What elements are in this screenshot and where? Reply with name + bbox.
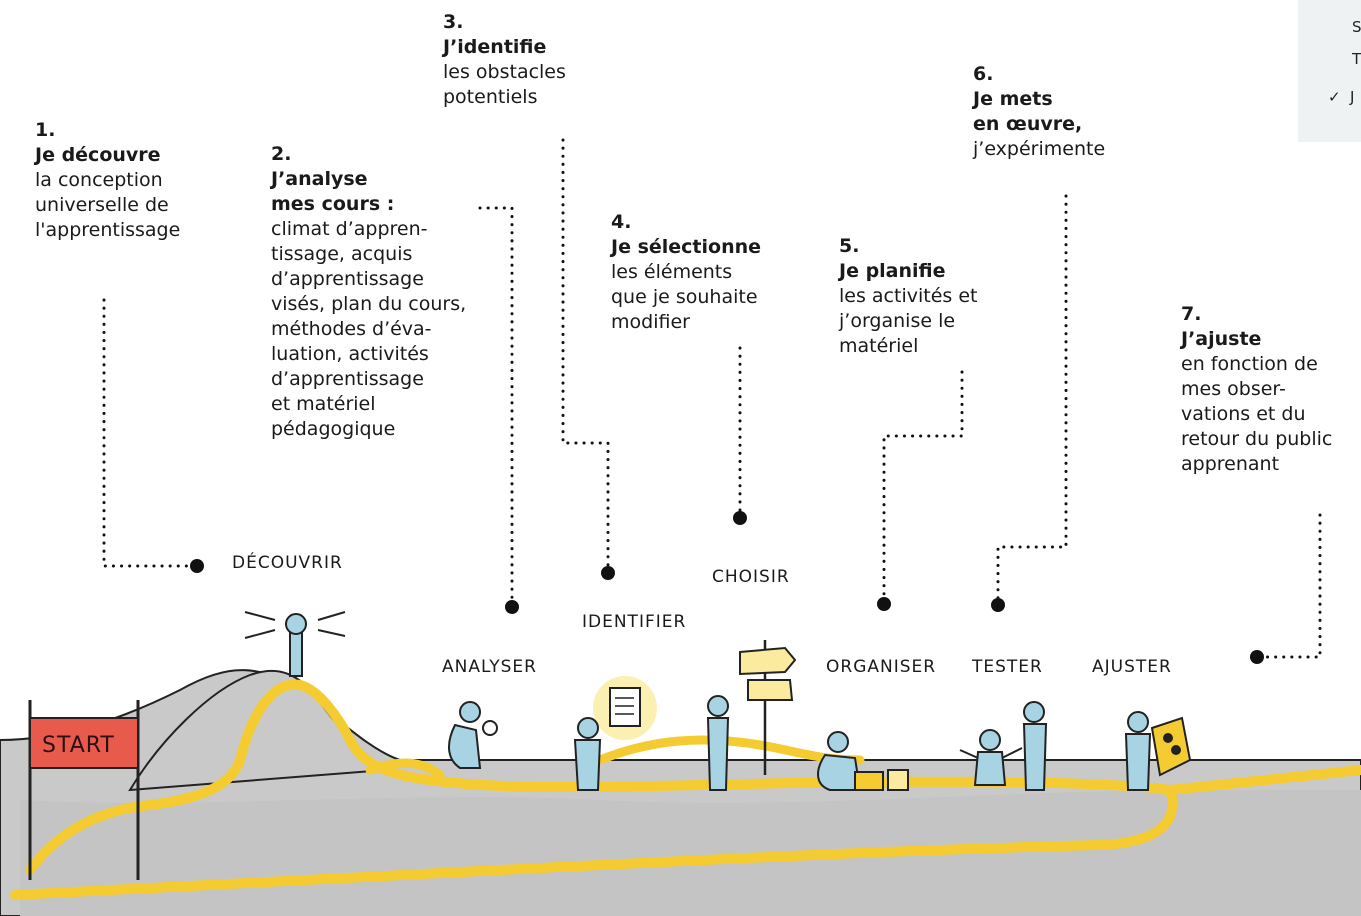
scene-label-tester: TESTER [971,657,1043,677]
step-3-body: les obstacles potentiels [443,60,566,110]
connector-step-6 [998,196,1066,598]
step-7-title: J’ajuste [1181,327,1332,352]
step-1-title: Je découvre [35,143,180,168]
step-7: 7. J’ajuste en fonction de mes obser- va… [1181,302,1332,477]
figure-analyser [449,702,497,768]
arrow-right-icon [318,612,345,636]
connector-dot-4 [733,511,747,525]
step-4-body: les éléments que je souhaite modifier [611,260,761,335]
scene-label-analyser: ANALYSER [442,657,537,677]
step-2-title: J’analyse mes cours : [271,167,466,217]
connector-dot-7 [1250,650,1264,664]
arrow-left-icon [245,612,275,638]
step-6-number: 6. [973,62,1105,87]
step-7-body: en fonction de mes obser- vations et du … [1181,352,1332,477]
step-6-body: j’expérimente [973,137,1105,162]
scene-label-ajuster: AJUSTER [1092,657,1172,677]
step-5-title: Je planifie [839,259,977,284]
step-4-title: Je sélectionne [611,235,761,260]
connector-dot-1 [190,559,204,573]
step-3-number: 3. [443,10,566,35]
hill-tower-light [286,614,306,634]
connector-dot-3 [601,566,615,580]
connector-step-1 [104,300,190,566]
step-5-number: 5. [839,234,977,259]
corner-glyph-mid: T [1352,50,1361,68]
connector-dot-6 [991,598,1005,612]
hill-tower [290,628,302,676]
step-2-body: climat d’appren- tissage, acquis d’appre… [271,217,466,442]
step-4-number: 4. [611,210,761,235]
step-1: 1. Je découvre la conception universelle… [35,118,180,243]
step-1-number: 1. [35,118,180,143]
step-6-title: Je mets en œuvre, [973,87,1105,137]
step-5: 5. Je planifie les activités et j’organi… [839,234,977,359]
step-6: 6. Je mets en œuvre, j’expérimente [973,62,1105,162]
scene-label-organiser: ORGANISER [826,657,936,677]
step-4: 4. Je sélectionne les éléments que je so… [611,210,761,335]
corner-glyph-top: S [1352,18,1361,36]
step-3-title: J’identifie [443,35,566,60]
start-label: START [42,733,115,758]
step-3: 3. J’identifie les obstacles potentiels [443,10,566,110]
scene-label-decouvrir: DÉCOUVRIR [232,551,343,573]
connector-dot-2 [505,600,519,614]
scene-label-identifier: IDENTIFIER [582,612,686,632]
step-7-number: 7. [1181,302,1332,327]
connector-step-5 [884,372,962,597]
scene-label-choisir: CHOISIR [712,567,790,587]
connector-step-2 [480,208,512,600]
step-5-body: les activités et j’organise le matériel [839,284,977,359]
corner-check-letter: J [1350,88,1354,106]
checkmark-icon: ✓ [1328,88,1341,106]
connector-dot-5 [877,597,891,611]
step-2-number: 2. [271,142,466,167]
step-1-body: la conception universelle de l'apprentis… [35,168,180,243]
step-2: 2. J’analyse mes cours : climat d’appren… [271,142,466,442]
connector-step-3 [563,140,608,566]
ground-lower-band [20,790,1361,916]
connector-step-7 [1264,515,1320,657]
